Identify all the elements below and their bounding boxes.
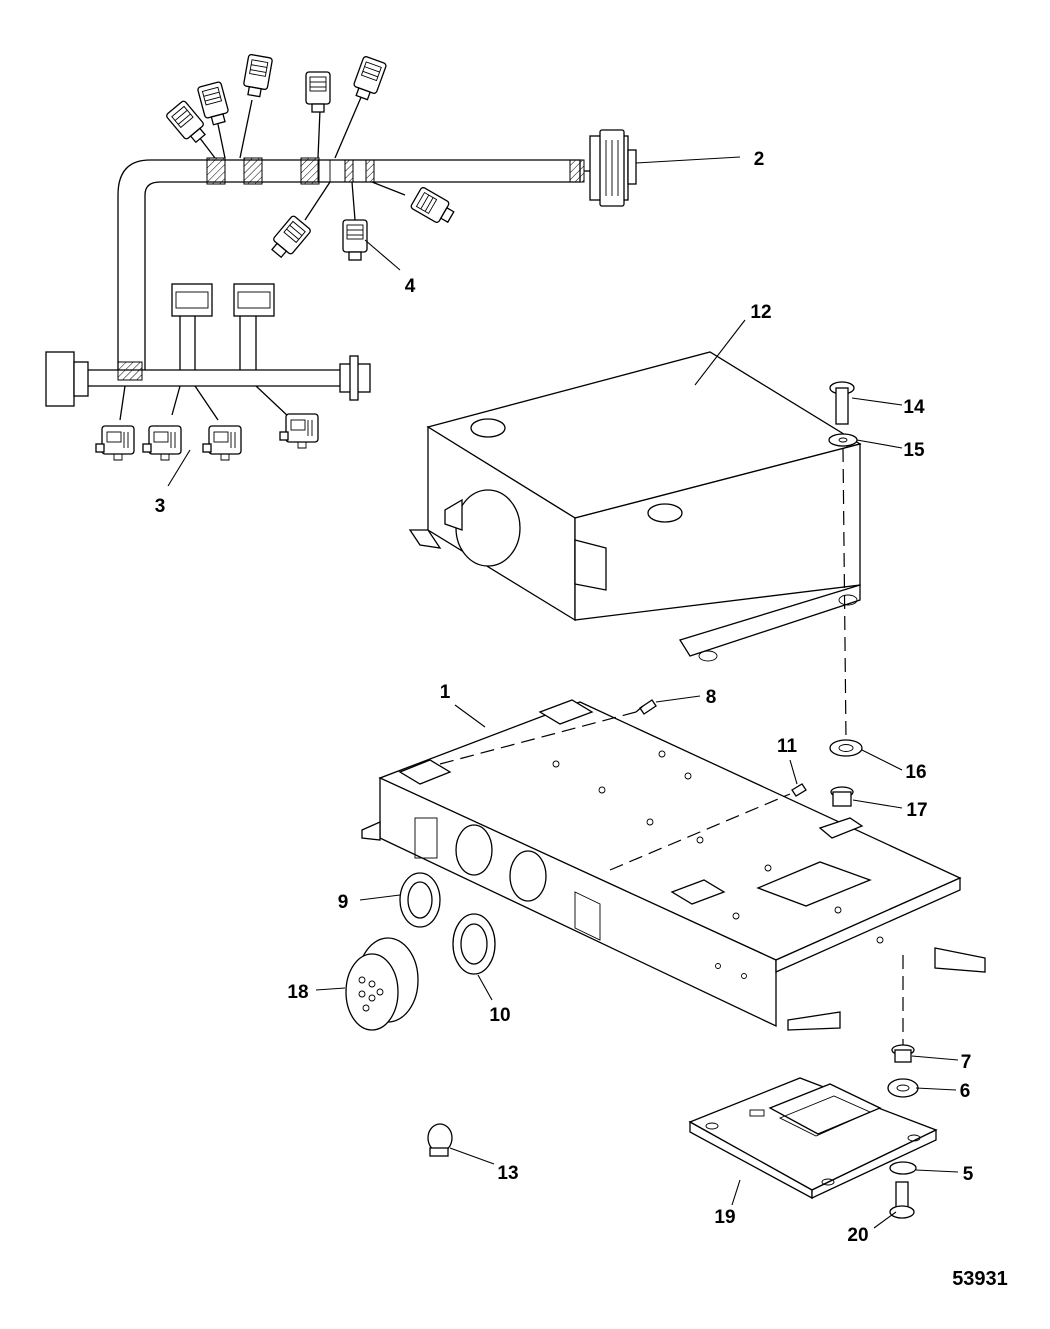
callout-16: 16 [905, 762, 926, 783]
callout-15: 15 [903, 440, 925, 461]
assembly-line-cover [842, 447, 847, 741]
callout-7: 7 [961, 1052, 972, 1073]
callout-3: 3 [155, 496, 166, 517]
callout-2: 2 [754, 149, 765, 170]
callout-9: 9 [338, 892, 349, 913]
callout-14: 14 [903, 397, 925, 418]
callout-8: 8 [706, 687, 717, 708]
bolt-14 [829, 381, 855, 425]
callout-5: 5 [963, 1164, 974, 1185]
assembly-line-screw-8 [439, 711, 637, 765]
callout-20: 20 [847, 1225, 868, 1246]
callout-17: 17 [906, 800, 927, 821]
wiring-harness [45, 53, 637, 461]
spacer-7 [891, 1044, 915, 1063]
sensor-connector-4 [342, 219, 368, 261]
washer-15 [828, 433, 858, 447]
callout-1: 1 [440, 682, 451, 703]
clamp-13 [427, 1123, 453, 1157]
ecm-module-19 [688, 1077, 938, 1200]
bolt-20 [889, 1181, 915, 1219]
hex-nut-10 [452, 913, 496, 975]
callout-13: 13 [497, 1163, 518, 1184]
screw-8 [635, 699, 657, 715]
callout-6: 6 [960, 1081, 971, 1102]
round-connector-18 [345, 937, 419, 1031]
callout-12: 12 [750, 302, 771, 323]
mounting-base-plate [361, 699, 986, 1031]
callout-18: 18 [287, 982, 308, 1003]
leader-lines [167, 156, 959, 1229]
figure-id: 53931 [952, 1268, 1008, 1290]
screw-11 [791, 783, 807, 797]
callout-10: 10 [489, 1005, 510, 1026]
main-connector-plug [584, 129, 637, 207]
washer-5 [889, 1161, 917, 1175]
callout-4: 4 [405, 276, 416, 297]
callout-labels: 1 2 3 4 5 6 7 8 9 10 11 12 13 14 15 16 1… [155, 149, 974, 1246]
grommet-16 [829, 739, 863, 757]
control-box-cover [408, 351, 862, 662]
assembly-line-screw-11 [609, 793, 791, 871]
grommet-6 [887, 1078, 919, 1098]
callout-19: 19 [714, 1207, 735, 1228]
hex-nut-9 [399, 872, 441, 928]
callout-11: 11 [777, 736, 798, 757]
spacer-17 [830, 786, 854, 807]
